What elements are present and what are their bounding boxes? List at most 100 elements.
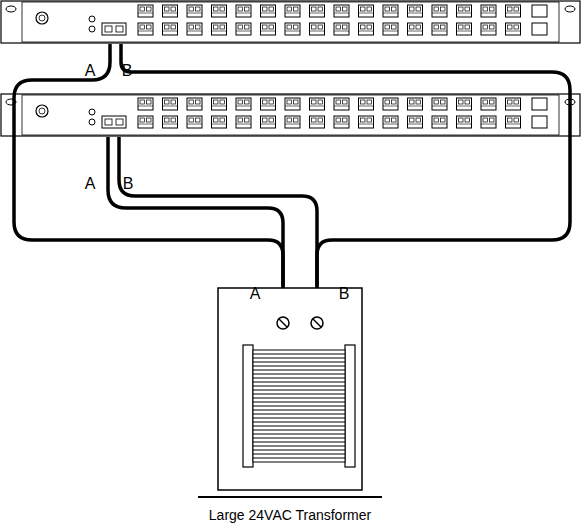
panel-part: [165, 7, 170, 11]
coil-winding: [253, 434, 345, 435]
panel-part: [334, 31, 349, 32]
panel-part: [189, 25, 194, 29]
panel-part: [214, 100, 219, 104]
coil-winding: [253, 402, 345, 403]
panel-part: [392, 118, 397, 122]
panel-part: [1, 94, 580, 136]
panel-part: [334, 23, 349, 35]
panel-part: [138, 98, 153, 110]
coil-winding: [253, 430, 345, 431]
panel-part: [310, 23, 325, 35]
panel-part: [408, 5, 423, 17]
panel-part: [312, 25, 317, 29]
panel-part: [140, 25, 145, 29]
panel-part: [457, 5, 472, 17]
coil-winding: [253, 378, 345, 379]
panel-part: [187, 13, 202, 14]
panel-part: [285, 23, 300, 35]
panel-part: [102, 116, 126, 128]
panel-part: [385, 25, 390, 29]
panel-part: [383, 31, 398, 32]
panel-part: [410, 25, 415, 29]
panel-part: [361, 25, 366, 29]
panel-part: [214, 7, 219, 11]
panel-part: [310, 98, 325, 110]
rack-panel: [1, 94, 580, 136]
panel-part: [336, 25, 341, 29]
panel-part: [383, 5, 398, 17]
panel-part: [383, 124, 398, 125]
panel-part: [359, 13, 374, 14]
panel-part: [506, 116, 521, 128]
panel-part: [457, 98, 472, 110]
panel-part: [163, 5, 178, 17]
panel-part: [147, 100, 152, 104]
terminal-label: A: [85, 63, 96, 79]
panel-part: [138, 5, 153, 17]
wire: [121, 44, 570, 320]
panel-part: [383, 98, 398, 110]
coil-winding: [253, 354, 345, 355]
coil-winding: [253, 358, 345, 359]
panel-part: [506, 124, 521, 125]
panel-part: [359, 116, 374, 128]
panel-part: [367, 7, 372, 11]
panel-part: [392, 100, 397, 104]
panel-part: [212, 13, 227, 14]
panel-part: [138, 23, 153, 35]
panel-part: [310, 31, 325, 32]
panel-part: [459, 100, 464, 104]
wire: [108, 137, 283, 320]
panel-part: [465, 25, 470, 29]
panel-part: [187, 124, 202, 125]
panel-part: [359, 5, 374, 17]
panel-part: [416, 118, 421, 122]
panel-part: [465, 118, 470, 122]
panel-part: [196, 25, 201, 29]
panel-part: [432, 106, 447, 107]
panel-part: [383, 106, 398, 107]
panel-part: [318, 25, 323, 29]
panel-part: [508, 25, 513, 29]
panel-part: [385, 7, 390, 11]
panel-part: [508, 118, 513, 122]
panel-part: [140, 118, 145, 122]
coil-winding: [253, 382, 345, 383]
panel-part: [457, 124, 472, 125]
coil-winding: [253, 446, 345, 447]
panel-part: [138, 124, 153, 125]
panel-part: [318, 100, 323, 104]
panel-part: [261, 5, 276, 17]
terminal-label: A: [85, 176, 96, 192]
panel-part: [334, 5, 349, 17]
coil-winding: [253, 362, 345, 363]
panel-part: [367, 25, 372, 29]
wires: [14, 44, 570, 320]
panel-part: [334, 116, 349, 128]
panel-part: [410, 7, 415, 11]
panel-part: [236, 31, 251, 32]
panel-part: [457, 116, 472, 128]
panel-part: [89, 119, 95, 125]
panel-part: [441, 118, 446, 122]
panel-part: [465, 100, 470, 104]
panel-part: [196, 118, 201, 122]
panel-part: [163, 31, 178, 32]
coil-winding: [253, 458, 345, 459]
panel-part: [408, 23, 423, 35]
panel-part: [359, 124, 374, 125]
panel-part: [312, 118, 317, 122]
panel-part: [138, 106, 153, 107]
coil-winding: [253, 438, 345, 439]
panel-part: [532, 5, 547, 17]
panel-part: [318, 118, 323, 122]
panel-part: [508, 100, 513, 104]
panel-part: [212, 124, 227, 125]
panel-part: [236, 23, 251, 35]
panel-part: [261, 23, 276, 35]
panel-part: [392, 25, 397, 29]
panel-part: [238, 100, 243, 104]
panel-part: [434, 25, 439, 29]
panel-part: [138, 31, 153, 32]
coil-winding: [253, 454, 345, 455]
